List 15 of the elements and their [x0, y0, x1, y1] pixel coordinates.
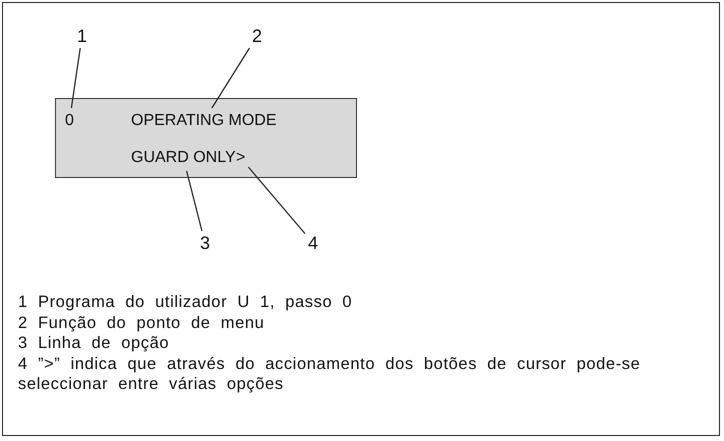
note-text: 4 ”>” indica que através do accionamento dos botões de cursor pode-se seleccionar entre várias opções [18, 354, 642, 394]
callout-number: 2 [249, 24, 266, 48]
leader-line [211, 48, 250, 108]
display-text: 0 [62, 108, 77, 134]
display-text: OPERATING MODE [128, 108, 280, 134]
note-text: 2 Função do ponto de menu [18, 312, 266, 333]
leader-line [186, 170, 203, 232]
callout-number: 1 [74, 24, 90, 48]
callout-number: 3 [197, 231, 214, 255]
callout-number: 4 [305, 231, 322, 255]
leader-line [248, 166, 306, 234]
leader-line [70, 48, 81, 108]
note-text: 1 Programa do utilizador U 1, passo 0 [18, 292, 354, 312]
note-text: 3 Linha de opção [18, 333, 170, 354]
display-panel [55, 98, 357, 178]
